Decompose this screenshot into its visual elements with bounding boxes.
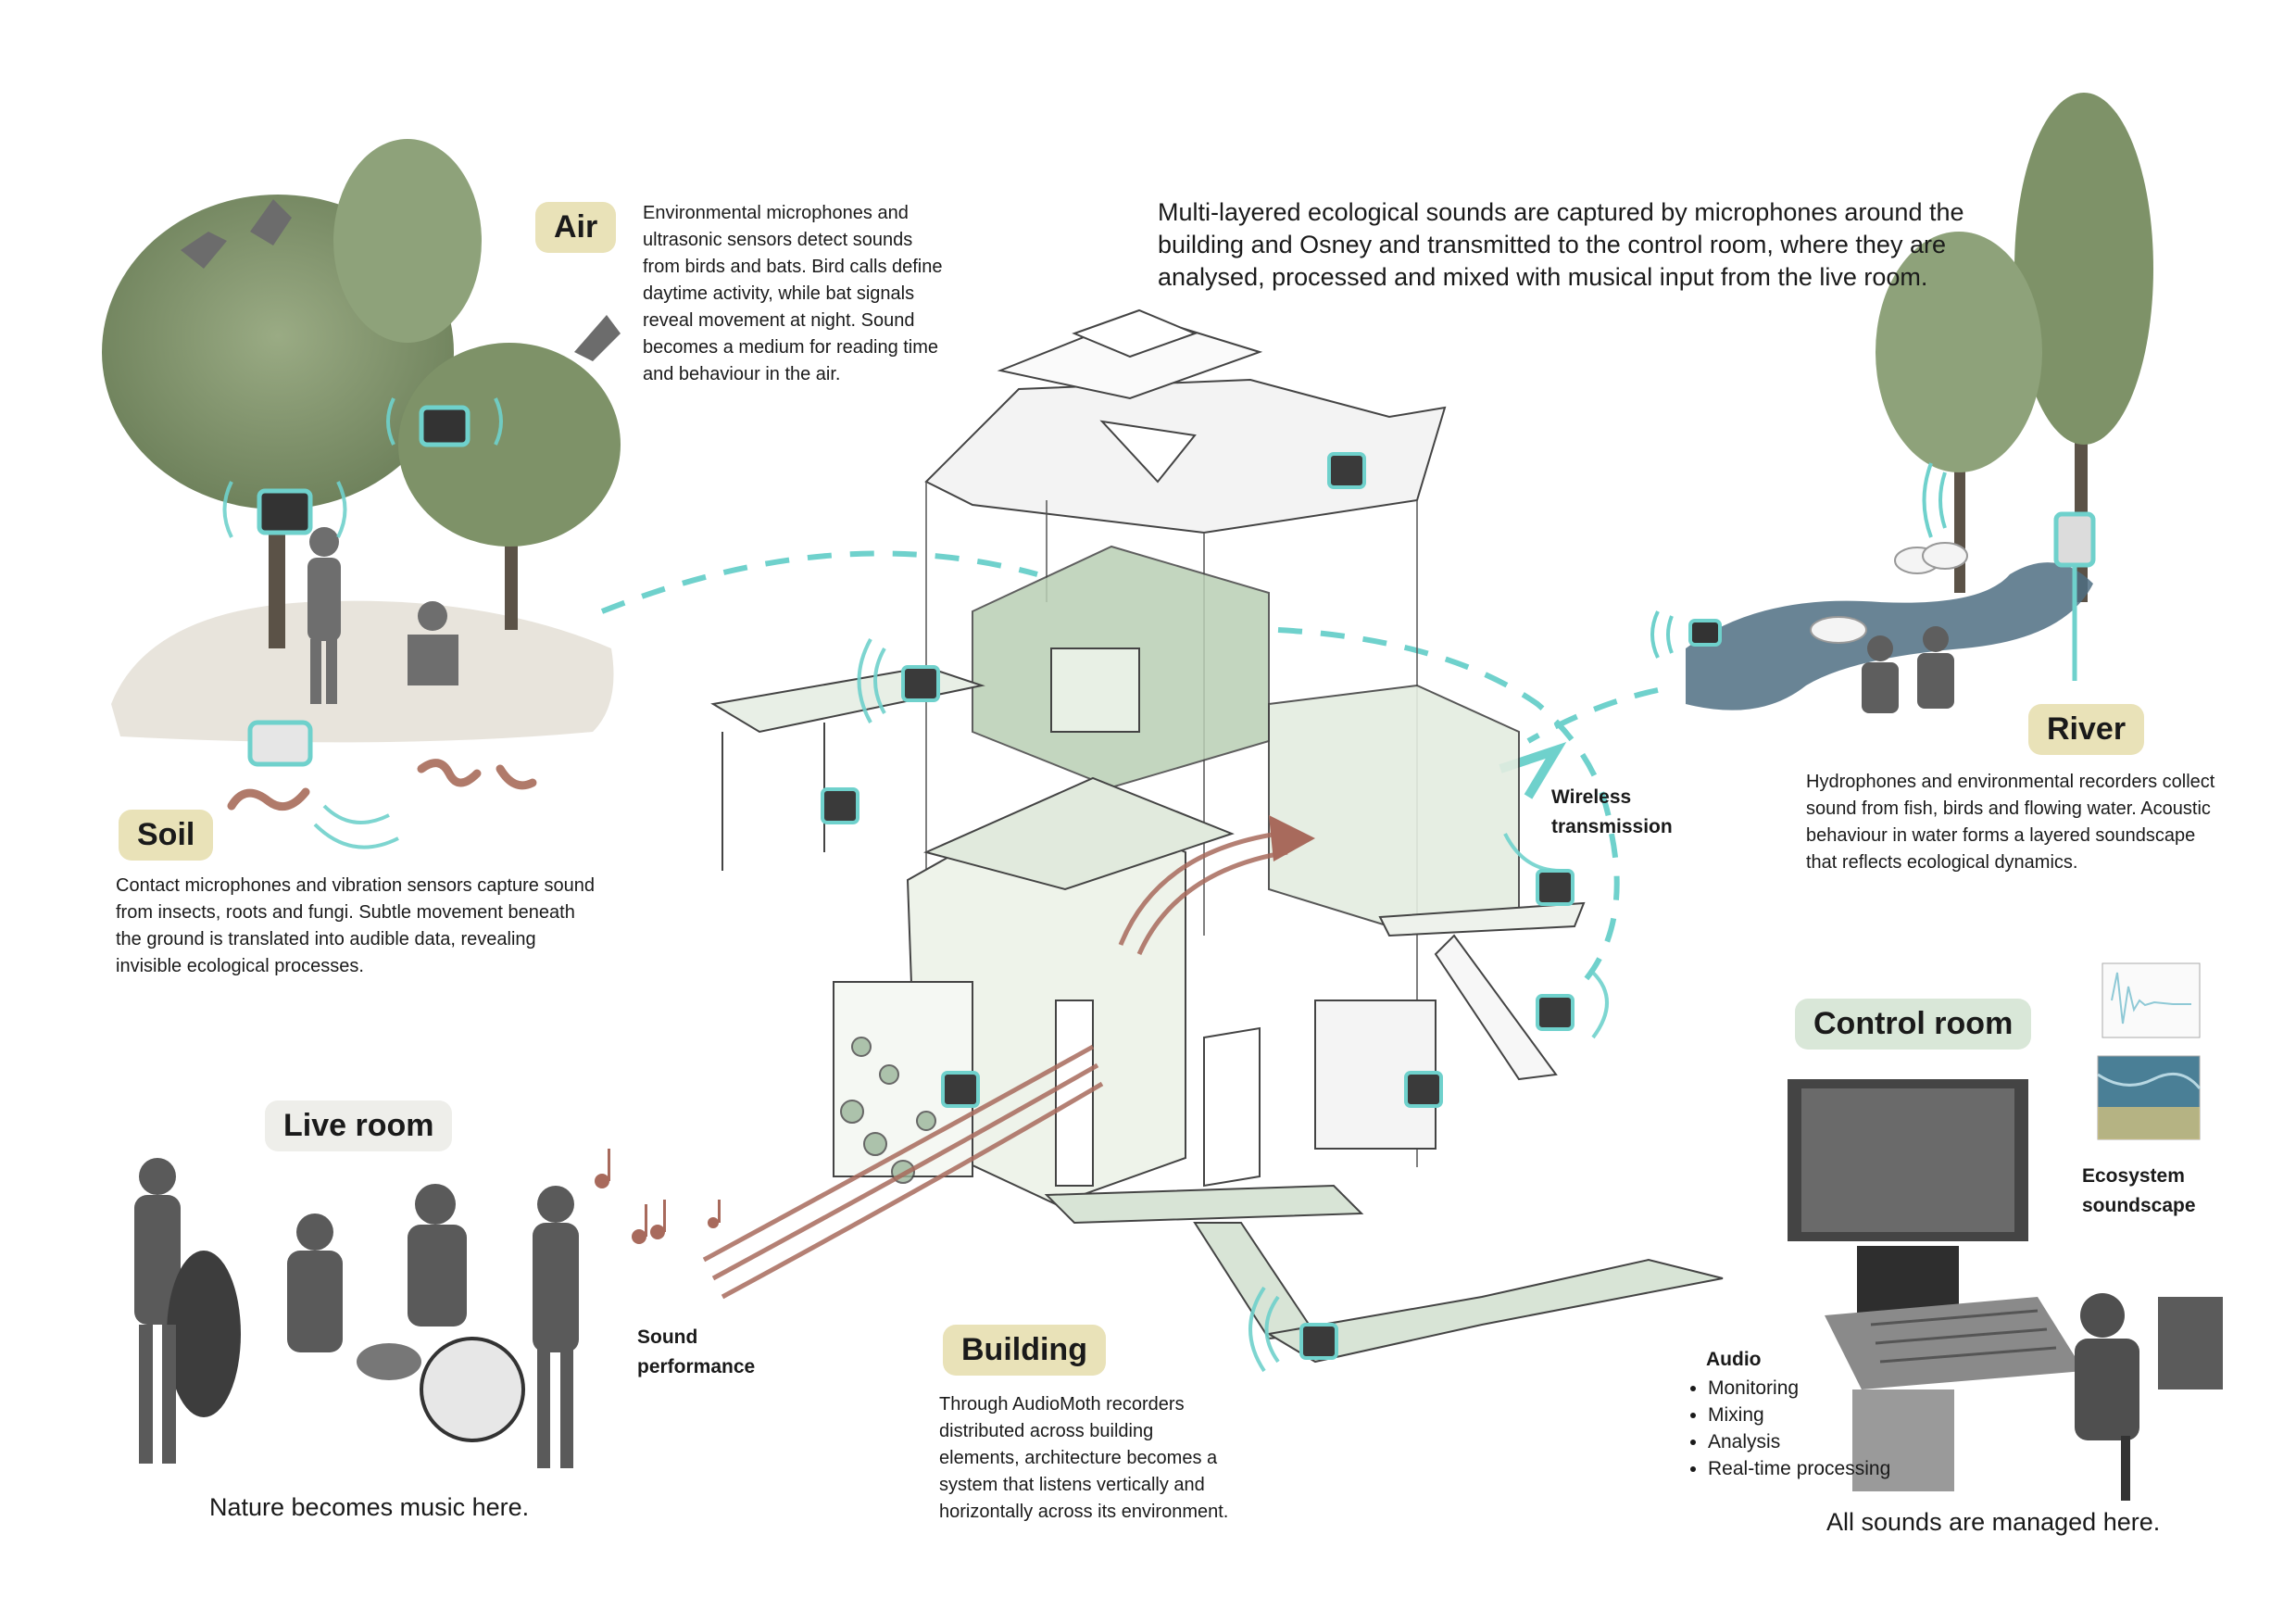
tree-icon	[1876, 93, 2153, 602]
building-axonometric	[710, 308, 1724, 1364]
control-room-label: Control room	[1795, 999, 2032, 1050]
river-scene	[1650, 93, 2153, 713]
soil-description: Contact microphones and vibration sensor…	[116, 875, 595, 976]
live-room-caption: Nature becomes music here.	[209, 1493, 530, 1521]
soil-label: Soil	[119, 810, 214, 861]
audiomoth-recorder-icon	[821, 452, 1575, 1360]
musician-group-icon	[134, 1158, 579, 1468]
person-icon	[1862, 626, 1954, 713]
intro-text: Multi-layered ecological sounds are capt…	[1158, 198, 1964, 291]
sound-performance-label: Sound performance	[637, 1327, 756, 1377]
list-item: Analysis	[1708, 1428, 1890, 1455]
river-description: Hydrophones and environmental recorders …	[1806, 772, 2215, 873]
audio-title: Audio	[1706, 1349, 1762, 1370]
arrow-icon	[1269, 815, 1315, 861]
control-room-caption: All sounds are managed here.	[1826, 1508, 2161, 1536]
list-item: Mixing	[1708, 1402, 1890, 1428]
list-item: Real-time processing	[1708, 1455, 1890, 1482]
building-label: Building	[943, 1325, 1106, 1376]
river-label: River	[2028, 704, 2145, 755]
music-note-icon	[595, 1149, 721, 1244]
worm-icon	[227, 759, 537, 811]
live-room-label: Live room	[265, 1100, 453, 1151]
tree-icon	[398, 343, 621, 630]
mixing-desk-icon	[1825, 1297, 2084, 1389]
ecosystem-soundscape-label: Ecosystem soundscape	[2082, 1165, 2196, 1216]
microphone-sensor-icon	[247, 405, 470, 767]
swan-icon	[1810, 542, 1968, 644]
sound-flow-arrow	[702, 831, 1288, 1300]
audio-list: Monitoring Mixing Analysis Real-time pro…	[1682, 1375, 1890, 1482]
control-room-scene	[1788, 962, 2223, 1501]
wireless-link	[600, 550, 1659, 984]
building-description: Through AudioMoth recorders distributed …	[939, 1394, 1229, 1522]
microphone-sensor-icon	[1688, 511, 2096, 647]
air-label: Air	[535, 202, 617, 253]
tree-icon	[102, 139, 482, 648]
bird-icon	[181, 199, 621, 361]
list-item: Monitoring	[1708, 1375, 1890, 1402]
air-soil-scene	[102, 139, 621, 849]
person-icon	[307, 527, 458, 704]
air-description: Environmental microphones and ultrasonic…	[643, 203, 943, 384]
waveform-chart-icon	[2097, 962, 2202, 1140]
wireless-transmission-label: Wireless transmission	[1551, 786, 1673, 837]
